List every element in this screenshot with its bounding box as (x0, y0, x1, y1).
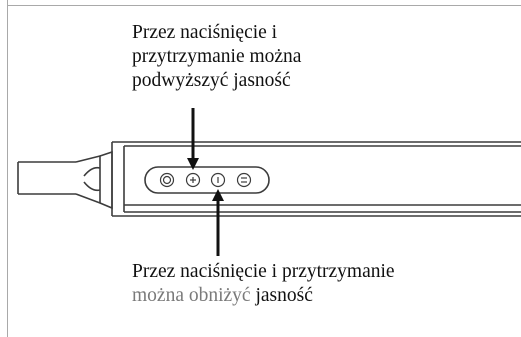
increase-brightness-caption: Przez naciśnięcie i przytrzymanie można … (132, 21, 301, 93)
increase-caption-line-3: podwyższyć jasność (132, 70, 291, 91)
light-bar (111, 141, 521, 217)
plus-icon[interactable] (185, 172, 201, 188)
increase-caption-line-2: przytrzymanie można (132, 46, 302, 67)
decrease-caption-line-2-part-1: można obniżyć (132, 285, 251, 306)
decrease-caption-line-2-part-2: jasność (255, 285, 313, 306)
decrease-caption-line-2: można obniżyć jasność (132, 284, 395, 308)
mode-icon[interactable] (236, 172, 252, 188)
frame-left-border (7, 0, 8, 337)
cable (17, 161, 76, 195)
decrease-brightness-caption: Przez naciśnięcie i przytrzymanie można … (132, 260, 395, 308)
frame-top-border (7, 5, 521, 6)
decrease-caption-line-1: Przez naciśnięcie i przytrzymanie (132, 261, 395, 282)
connector (75, 150, 113, 210)
control-panel (144, 166, 270, 194)
minus-icon[interactable] (210, 172, 226, 188)
power-icon[interactable] (159, 172, 175, 188)
arrow-to-plus-icon (187, 108, 199, 170)
arrow-to-minus-icon (212, 189, 224, 256)
increase-caption-line-1: Przez naciśnięcie i (132, 22, 278, 43)
